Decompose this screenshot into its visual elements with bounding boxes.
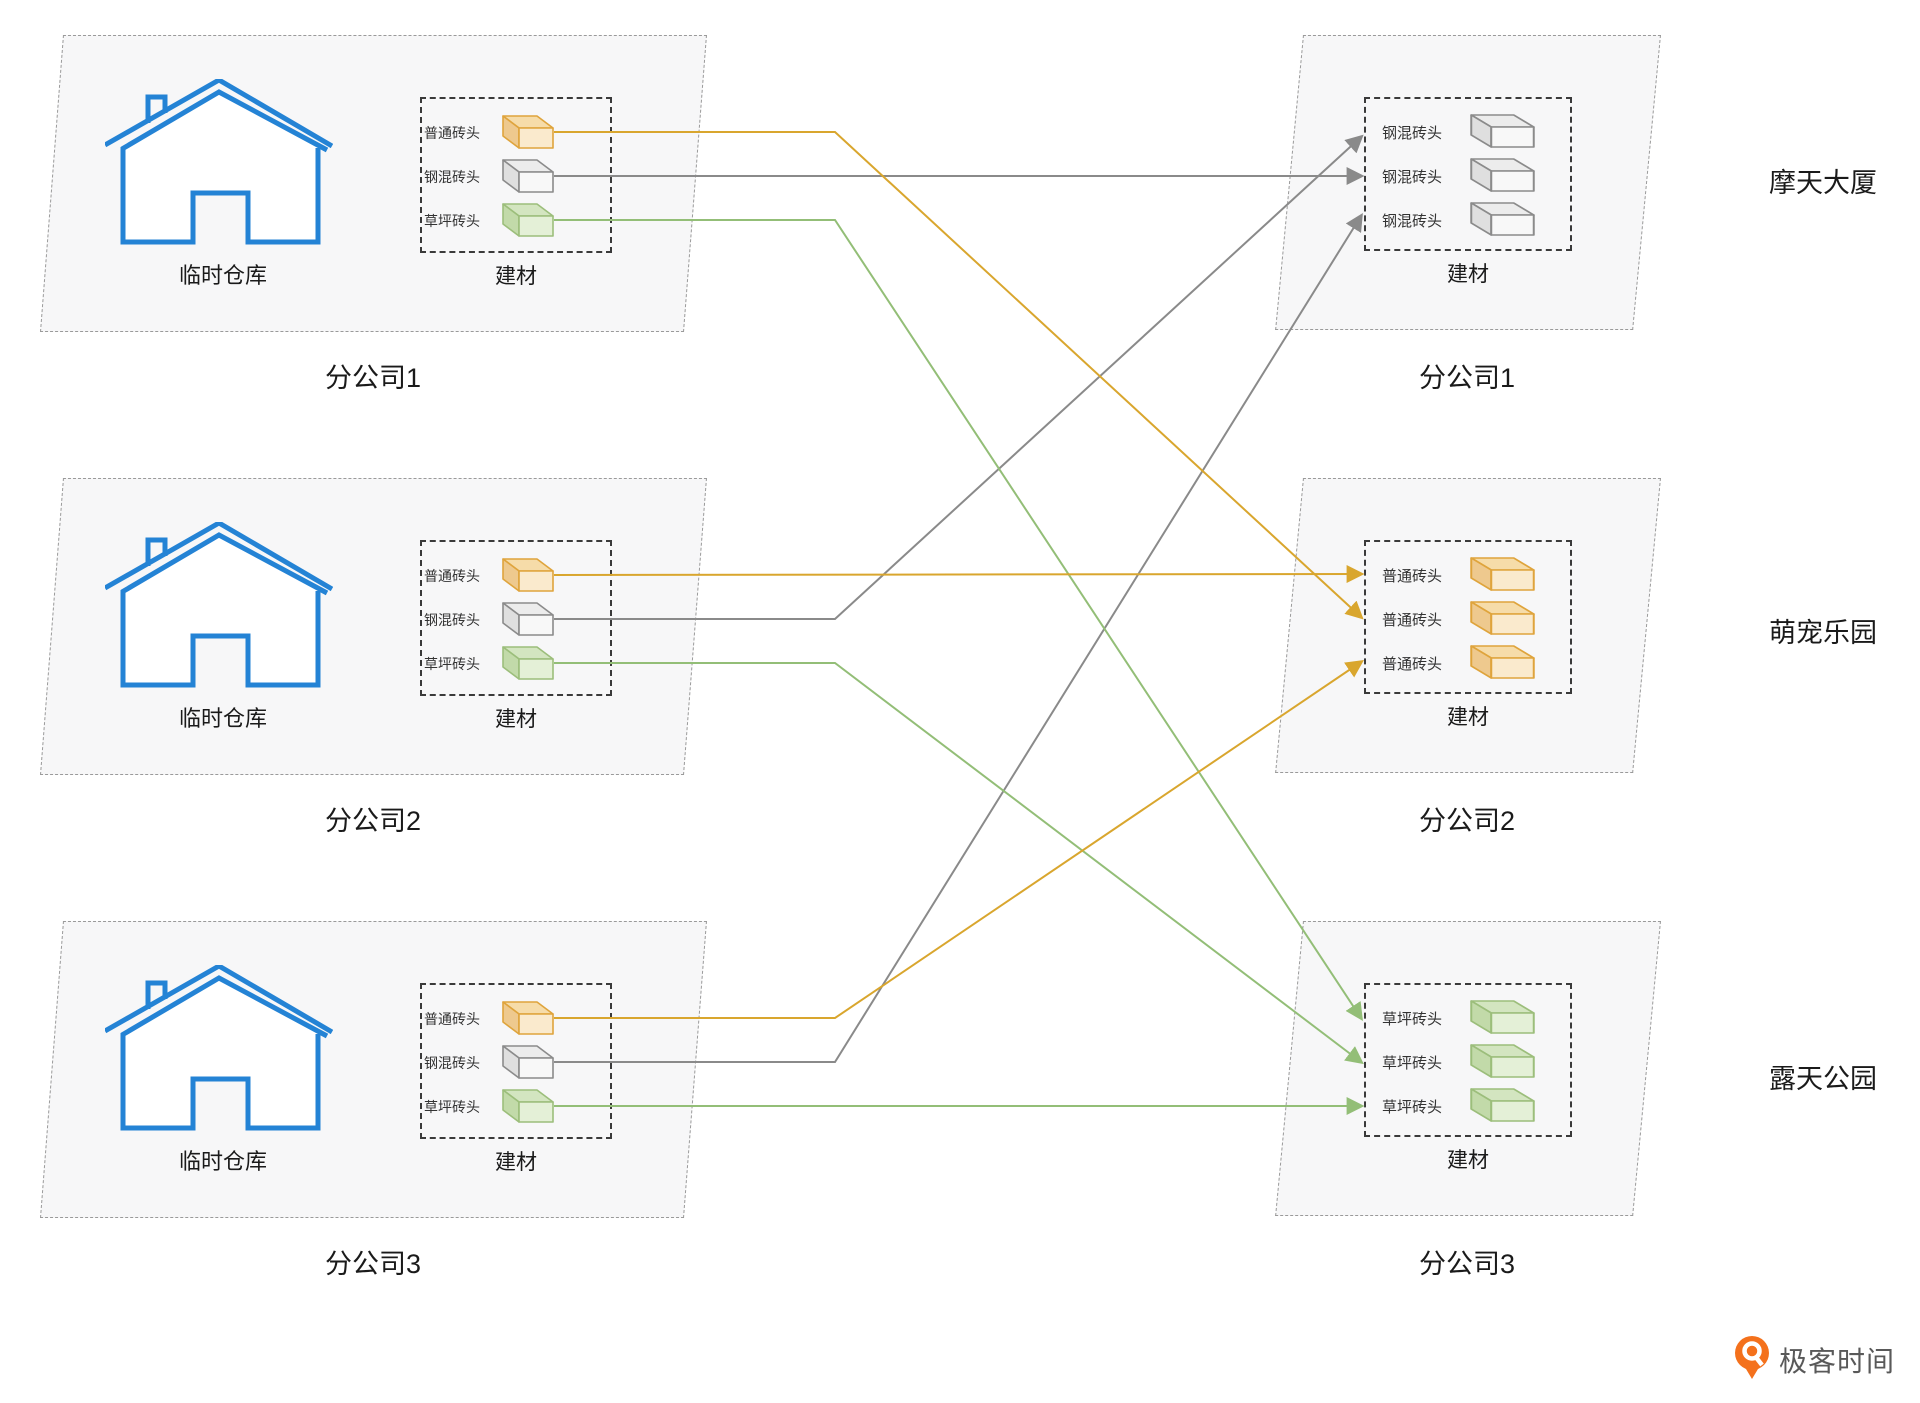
brick-label-l1-lawn: 草坪砖头 [424,213,480,229]
branch-title-r1: 分公司1 [1418,363,1516,393]
geektime-logo-text: 极客时间 [1779,1346,1896,1377]
brick-label-l2-lawn: 草坪砖头 [424,656,480,672]
brick-label-r1c: 钢混砖头 [1382,213,1443,230]
brick-label-r3c: 草坪砖头 [1382,1099,1443,1116]
brick-label-l3-ordinary: 普通砖头 [424,1011,480,1027]
building-label-pet-park: 萌宠乐园 [1769,618,1877,648]
brick-label-l2-ordinary: 普通砖头 [424,568,480,584]
brick-label-r2b: 普通砖头 [1382,612,1443,629]
building-label-open-park: 露天公园 [1769,1064,1877,1094]
brick-label-l3-concrete: 钢混砖头 [424,1055,480,1071]
warehouse-label-l2: 临时仓库 [178,706,267,731]
materials-label-r1: 建材 [1447,263,1489,286]
brick-label-l3-lawn: 草坪砖头 [424,1099,480,1115]
brick-label-l2-concrete: 钢混砖头 [424,612,480,628]
branch-title-r2: 分公司2 [1418,806,1516,836]
brick-label-r2a: 普通砖头 [1382,568,1443,585]
materials-label-l3: 建材 [495,1151,537,1174]
materials-label-l1: 建材 [495,265,537,288]
branch-title-l2: 分公司2 [324,806,422,836]
brick-label-r2c: 普通砖头 [1382,656,1443,673]
materials-box-right3 [1364,983,1572,1137]
brick-label-l1-ordinary: 普通砖头 [424,125,480,141]
building-label-skyscraper: 摩天大厦 [1769,168,1877,198]
branch-title-l1: 分公司1 [324,363,422,393]
brick-label-l1-concrete: 钢混砖头 [424,169,480,185]
materials-label-r2: 建材 [1447,706,1489,729]
branch-title-l3: 分公司3 [324,1249,422,1279]
materials-label-l2: 建材 [495,708,537,731]
geektime-logo-icon [1735,1336,1769,1379]
brick-label-r3b: 草坪砖头 [1382,1055,1443,1072]
brick-label-r1a: 钢混砖头 [1382,125,1443,142]
branch-title-r3: 分公司3 [1418,1249,1516,1279]
materials-box-right2 [1364,540,1572,694]
materials-label-r3: 建材 [1447,1149,1489,1172]
brick-label-r1b: 钢混砖头 [1382,169,1443,186]
warehouse-label-l1: 临时仓库 [178,263,267,288]
materials-box-right1 [1364,97,1572,251]
warehouse-label-l3: 临时仓库 [178,1149,267,1174]
brick-label-r3a: 草坪砖头 [1382,1011,1443,1028]
